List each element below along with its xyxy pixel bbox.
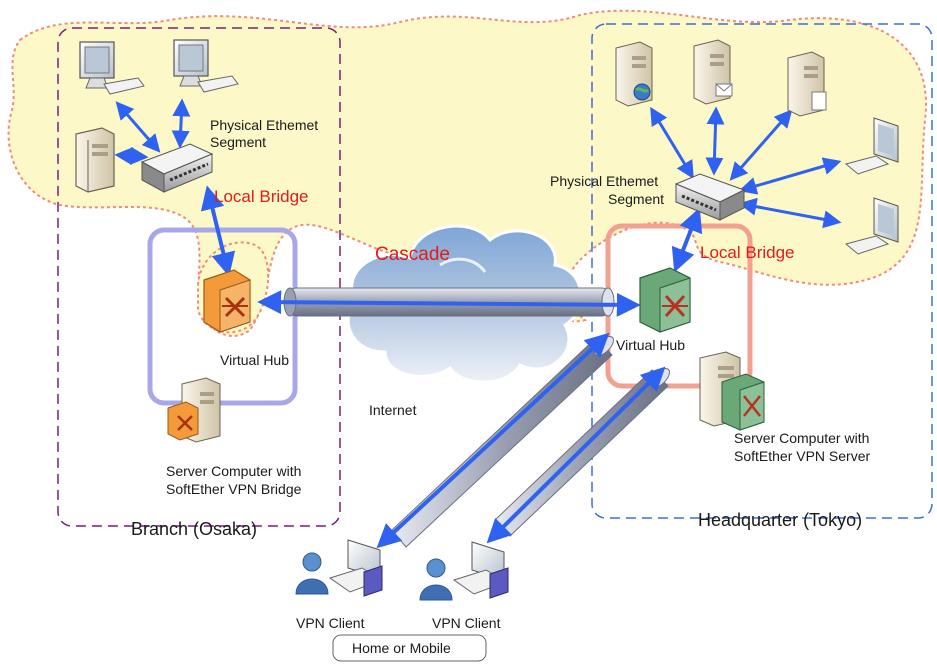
- branch-label: Branch (Osaka): [131, 519, 257, 539]
- vpn-client-1-icon: [295, 539, 384, 597]
- desktop-pc-icon: [79, 41, 145, 95]
- virtual-hub-right-icon: [639, 267, 691, 333]
- bridge-server-icon: [167, 377, 221, 443]
- desktop-pc-icon: [844, 117, 899, 175]
- vpn-client-2-icon: [419, 541, 509, 601]
- physical-segment-left-label-1: Physical Ethemet: [210, 117, 318, 133]
- headquarter-boundary: [591, 23, 933, 519]
- left-segment-links: [114, 98, 236, 277]
- desktop-pc-icon: [173, 39, 239, 93]
- local-bridge-left-label: Local Bridge: [214, 187, 309, 206]
- physical-segment-left-label-2: Segment: [210, 134, 266, 150]
- physical-segment-right-label-1: Physical Ethemet: [550, 173, 658, 189]
- file-server-icon: [787, 51, 827, 117]
- virtual-hub-left-icon: [203, 269, 251, 333]
- network-switch-icon: [140, 143, 214, 193]
- vpn-client-2-label: VPN Client: [432, 615, 501, 631]
- bridge-server-label-1: Server Computer with: [166, 463, 301, 479]
- desktop-pc-icon: [844, 197, 899, 255]
- cascade-tunnel: [257, 287, 641, 317]
- network-switch-icon: [674, 173, 746, 221]
- local-bridge-right-label: Local Bridge: [700, 243, 795, 262]
- home-or-mobile-label: Home or Mobile: [352, 640, 451, 656]
- vpn-server-label-1: Server Computer with: [734, 430, 869, 446]
- physical-segment-right-label-2: Segment: [608, 191, 664, 207]
- cascade-label: Cascade: [375, 244, 450, 265]
- vpn-client-1-label: VPN Client: [296, 615, 365, 631]
- web-server-icon: [615, 41, 653, 107]
- bridge-server-label-2: SoftEther VPN Bridge: [166, 481, 302, 497]
- internet-label: Internet: [369, 402, 417, 418]
- vpn-server-label-2: SoftEther VPN Server: [734, 448, 871, 464]
- virtual-hub-left-label: Virtual Hub: [220, 352, 289, 368]
- virtual-hub-right-label: Virtual Hub: [616, 337, 685, 353]
- vpn-server-icon: [699, 351, 765, 431]
- mail-server-icon: [693, 39, 733, 105]
- right-segment-links: [650, 106, 842, 273]
- vpn-tunnel-2: [486, 366, 670, 544]
- home-or-mobile-box: [332, 634, 487, 662]
- headquarter-label: Headquarter (Tokyo): [698, 510, 862, 530]
- tower-server-icon: [75, 127, 115, 193]
